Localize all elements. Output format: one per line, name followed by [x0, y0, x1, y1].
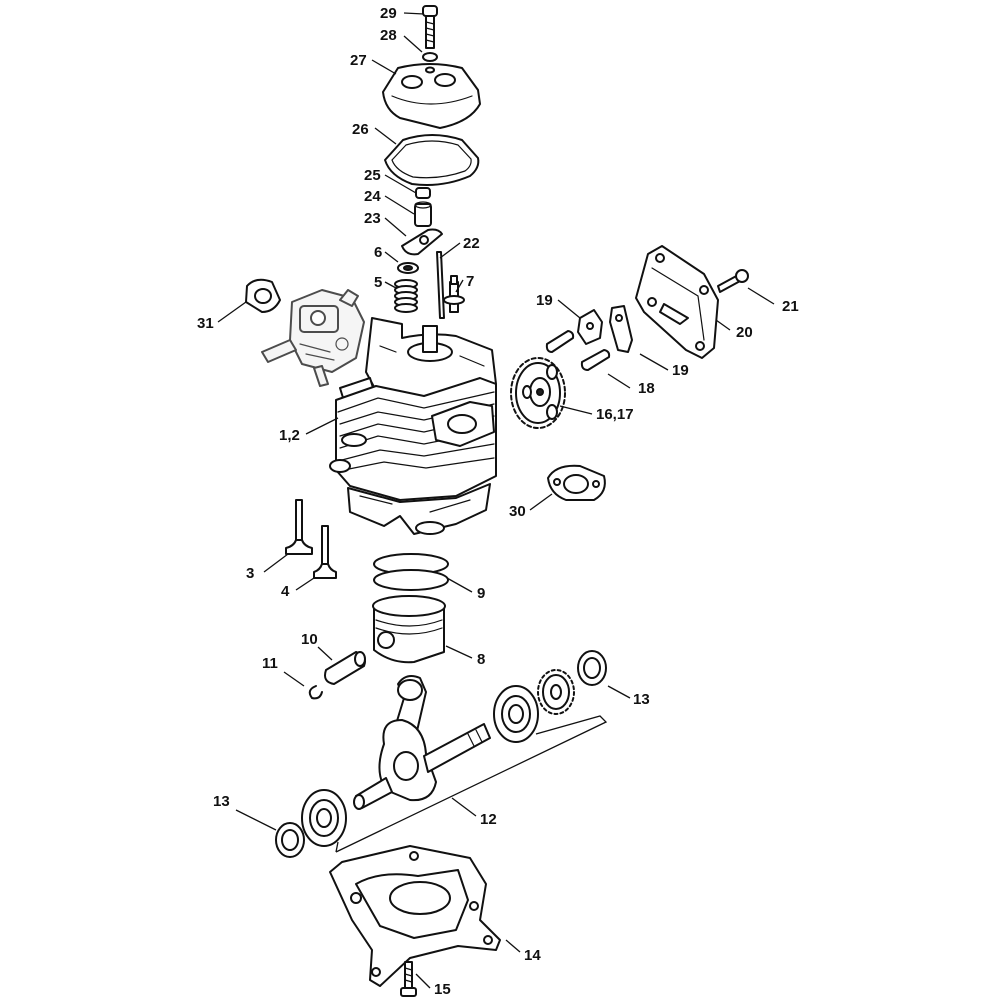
- piston-8: [372, 595, 446, 664]
- valve-3: [285, 499, 313, 555]
- rocker-arm-23: [401, 228, 443, 256]
- piston-pin-10: [324, 651, 366, 685]
- rocker-support-19-b: [609, 305, 633, 353]
- label-15: 15: [434, 981, 451, 998]
- cover-20: [635, 245, 719, 359]
- ball-bearing-right: [493, 685, 539, 743]
- pin-18-b: [580, 349, 611, 371]
- label-25: 25: [364, 167, 381, 184]
- pushrod-22: [436, 251, 445, 319]
- cap-25: [415, 187, 431, 199]
- label-23: 23: [364, 210, 381, 227]
- stud-7: [443, 275, 465, 313]
- sleeve-24: [414, 201, 432, 227]
- label-4: 4: [281, 583, 290, 600]
- label-7: 7: [466, 273, 474, 290]
- label-29: 29: [380, 5, 397, 22]
- valve-spring-5: [394, 279, 418, 313]
- label-22: 22: [463, 235, 480, 252]
- leader-lines: [217, 12, 775, 989]
- washer-28: [422, 52, 438, 62]
- label-28: 28: [380, 27, 397, 44]
- carburetor-31: [261, 289, 365, 387]
- crank-gear: [537, 669, 575, 715]
- valve-4: [313, 525, 337, 579]
- retainer-6: [397, 262, 419, 274]
- label-27: 27: [350, 52, 367, 69]
- callout-labels: 29 28 27 26 25 24 23 22 6 7 5 31 1,2 19 …: [197, 5, 799, 998]
- label-20: 20: [736, 324, 753, 341]
- circlip-11: [308, 685, 323, 700]
- oil-seal-13-right: [577, 650, 607, 686]
- label-16-17: 16,17: [596, 406, 634, 423]
- label-12: 12: [480, 811, 497, 828]
- rocker-support-19-a: [577, 309, 603, 345]
- label-6: 6: [374, 244, 382, 261]
- pin-18-a: [545, 330, 575, 353]
- screw-29: [422, 5, 438, 49]
- screw-15: [400, 961, 417, 997]
- crankshaft-12: [353, 675, 491, 810]
- label-3: 3: [246, 565, 254, 582]
- ball-bearing-left: [301, 789, 347, 847]
- cylinder-1-2: [329, 317, 497, 535]
- screw-21: [717, 269, 749, 293]
- camshaft-gear-16-17: [510, 357, 566, 429]
- label-5: 5: [374, 274, 382, 291]
- gasket-30: [547, 464, 606, 501]
- label-30: 30: [509, 503, 526, 520]
- gasket-31: [245, 278, 281, 313]
- label-31: 31: [197, 315, 214, 332]
- label-19-bottom: 19: [672, 362, 689, 379]
- gasket-26: [384, 134, 480, 186]
- label-18: 18: [638, 380, 655, 397]
- label-13-left: 13: [213, 793, 230, 810]
- label-1-2: 1,2: [279, 427, 300, 444]
- label-19-top: 19: [536, 292, 553, 309]
- oil-seal-13-left: [275, 822, 305, 858]
- label-13-right: 13: [633, 691, 650, 708]
- label-9: 9: [477, 585, 485, 602]
- label-24: 24: [364, 188, 381, 205]
- piston-rings-9: [373, 553, 449, 591]
- label-10: 10: [301, 631, 318, 648]
- label-21: 21: [782, 298, 799, 315]
- label-11: 11: [262, 655, 278, 672]
- label-14: 14: [524, 947, 541, 964]
- label-26: 26: [352, 121, 369, 138]
- label-8: 8: [477, 651, 485, 668]
- crankcase-14: [329, 845, 501, 987]
- valve-cover-27: [382, 63, 481, 129]
